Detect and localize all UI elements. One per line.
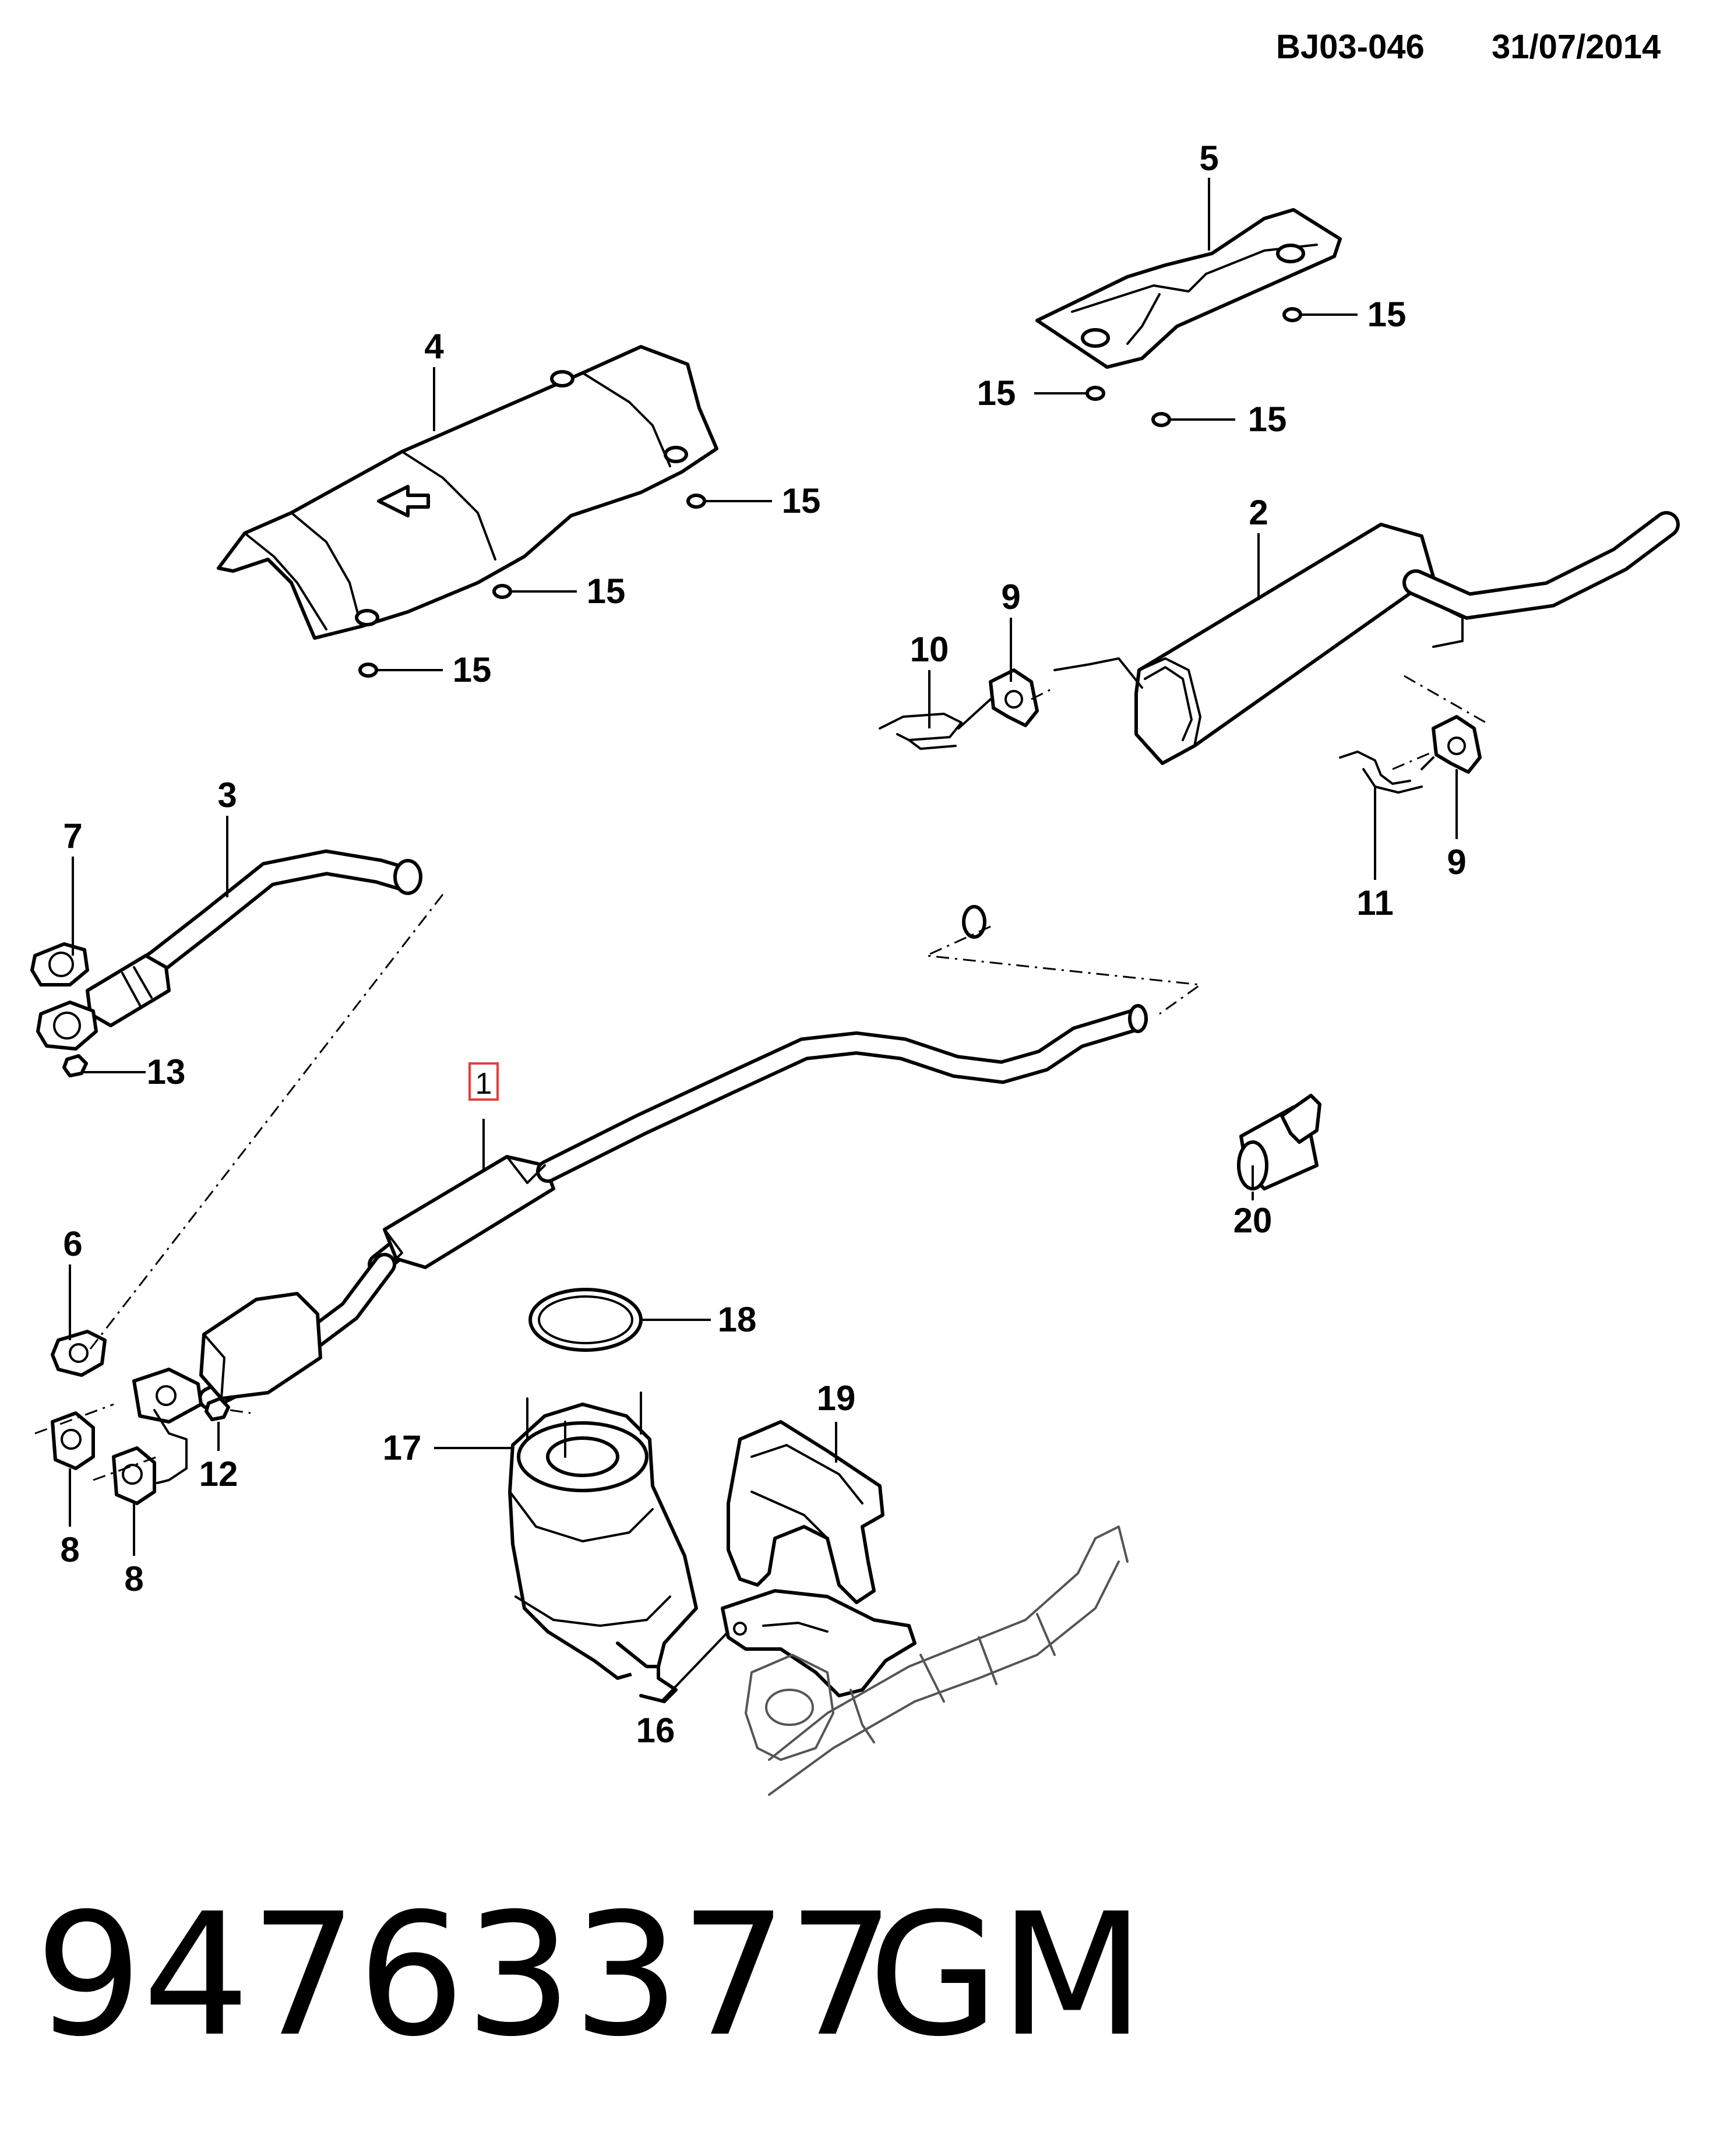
nut-15-set[interactable] (358, 307, 1302, 678)
callout-4[interactable]: 4 (424, 327, 444, 366)
rubber-hanger-lower[interactable] (1432, 715, 1482, 774)
rear-muffler[interactable] (962, 511, 1680, 939)
hanger-bracket-11[interactable] (1339, 751, 1434, 794)
callout-1-highlight (468, 1062, 499, 1101)
nut-12[interactable] (205, 1397, 230, 1421)
callout-19[interactable]: 19 (817, 1379, 856, 1418)
heat-shield-front[interactable] (217, 345, 718, 640)
callout-15-b[interactable]: 15 (977, 374, 1016, 413)
rubber-hanger-8-right[interactable] (112, 1446, 156, 1505)
support-bracket-16[interactable] (721, 1589, 917, 1697)
callout-16[interactable]: 16 (636, 1711, 675, 1750)
callout-5[interactable]: 5 (1199, 139, 1218, 178)
footer-brand: GM (868, 1877, 1145, 2074)
callout-15-a[interactable]: 15 (1367, 295, 1407, 334)
manifold-catalytic-converter[interactable] (508, 1391, 698, 1703)
callout-18[interactable]: 18 (718, 1300, 757, 1339)
front-catalytic-converter[interactable] (132, 1253, 396, 1484)
diagram-date: 31/07/2014 (1492, 28, 1661, 66)
callout-11[interactable]: 11 (1356, 883, 1393, 922)
callout-15-f[interactable]: 15 (453, 650, 492, 689)
intermediate-pipe-with-resonator[interactable] (368, 1004, 1148, 1276)
hanger-bracket-10[interactable] (879, 698, 992, 750)
footer-part-number: 94763377 (35, 1877, 895, 2074)
callout-9-lower[interactable]: 9 (1447, 843, 1466, 882)
callout-8-right[interactable]: 8 (124, 1559, 143, 1598)
gasket-6[interactable] (51, 1330, 107, 1377)
callout-17[interactable]: 17 (383, 1428, 422, 1467)
gasket-ring-18[interactable] (528, 1288, 643, 1352)
callout-20[interactable]: 20 (1233, 1201, 1273, 1240)
callout-9-upper[interactable]: 9 (1001, 577, 1020, 616)
callout-2[interactable]: 2 (1249, 493, 1268, 532)
callout-13[interactable]: 13 (147, 1052, 186, 1091)
front-pipe[interactable] (86, 849, 422, 1027)
alignment-dashes (34, 675, 1486, 1481)
callout-6[interactable]: 6 (63, 1224, 82, 1263)
callout-1[interactable]: 1 (475, 1067, 492, 1101)
diagram-code: BJ03-046 (1276, 28, 1425, 66)
callout-7[interactable]: 7 (63, 816, 82, 855)
callout-leaders (69, 178, 1458, 1703)
callout-15-c[interactable]: 15 (1248, 400, 1287, 439)
rubber-hanger-upper[interactable] (989, 668, 1039, 727)
flange-gasket-7[interactable] (30, 942, 89, 987)
callout-15-d[interactable]: 15 (782, 481, 821, 520)
downstream-pipe-reference (745, 1526, 1129, 1796)
callout-8-left[interactable]: 8 (60, 1530, 79, 1569)
direction-arrow-icon (377, 485, 430, 517)
callout-10[interactable]: 10 (910, 630, 949, 669)
rubber-hanger-8-left[interactable] (51, 1411, 95, 1470)
callout-15-e[interactable]: 15 (587, 572, 626, 611)
callout-numbers: 1 2 3 4 5 6 7 8 8 9 9 10 11 12 13 15 15 … (60, 139, 1466, 1750)
callout-12[interactable]: 12 (199, 1454, 238, 1493)
exhaust-clamp[interactable] (1237, 1094, 1321, 1190)
callout-3[interactable]: 3 (217, 776, 237, 815)
support-bracket-19[interactable] (727, 1420, 884, 1604)
flange-front-pipe[interactable] (36, 1001, 98, 1051)
heat-shield-rear[interactable] (1035, 208, 1342, 369)
